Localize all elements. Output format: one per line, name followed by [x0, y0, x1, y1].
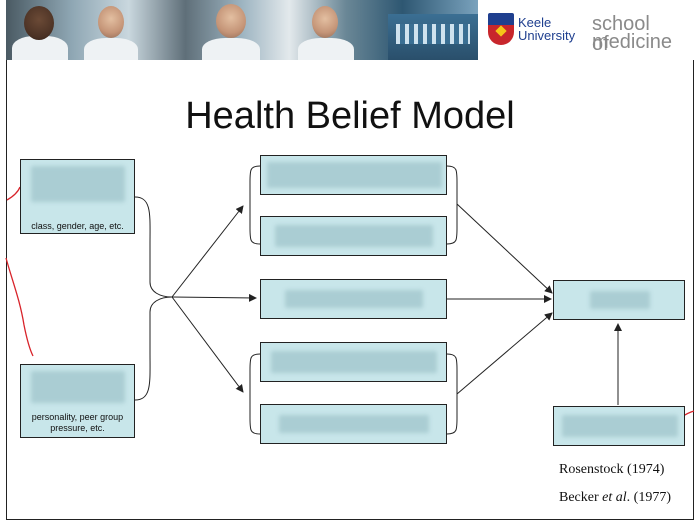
health-motivation-box [260, 279, 447, 319]
cues-to-action-box [553, 406, 685, 446]
perceived-susceptibility-box [260, 155, 447, 195]
reference-becker: Becker et al. (1977) [559, 490, 671, 505]
perceived-benefits-box [260, 342, 447, 382]
school-of-label: school of [592, 13, 650, 55]
perceived-severity-box [260, 216, 447, 256]
reference-rosenstock: Rosenstock (1974) [559, 462, 665, 477]
building-image [388, 14, 478, 60]
slide-title: Health Belief Model [185, 95, 515, 137]
demographic-variables-box: class, gender, age, etc. [20, 159, 135, 234]
university-name: Keele University [518, 15, 576, 43]
keele-shield-icon [488, 13, 514, 45]
banner-photo [6, 0, 478, 60]
perceived-barriers-box [260, 404, 447, 444]
header-banner: Keele University school of medicine [0, 0, 700, 60]
sociopsychological-caption: personality, peer group pressure, etc. [31, 412, 124, 433]
sociopsychological-variables-box: personality, peer group pressure, etc. [20, 364, 135, 438]
demographic-caption: class, gender, age, etc. [31, 221, 124, 231]
likelihood-of-action-box [553, 280, 685, 320]
medicine-label: medicine [592, 31, 673, 53]
